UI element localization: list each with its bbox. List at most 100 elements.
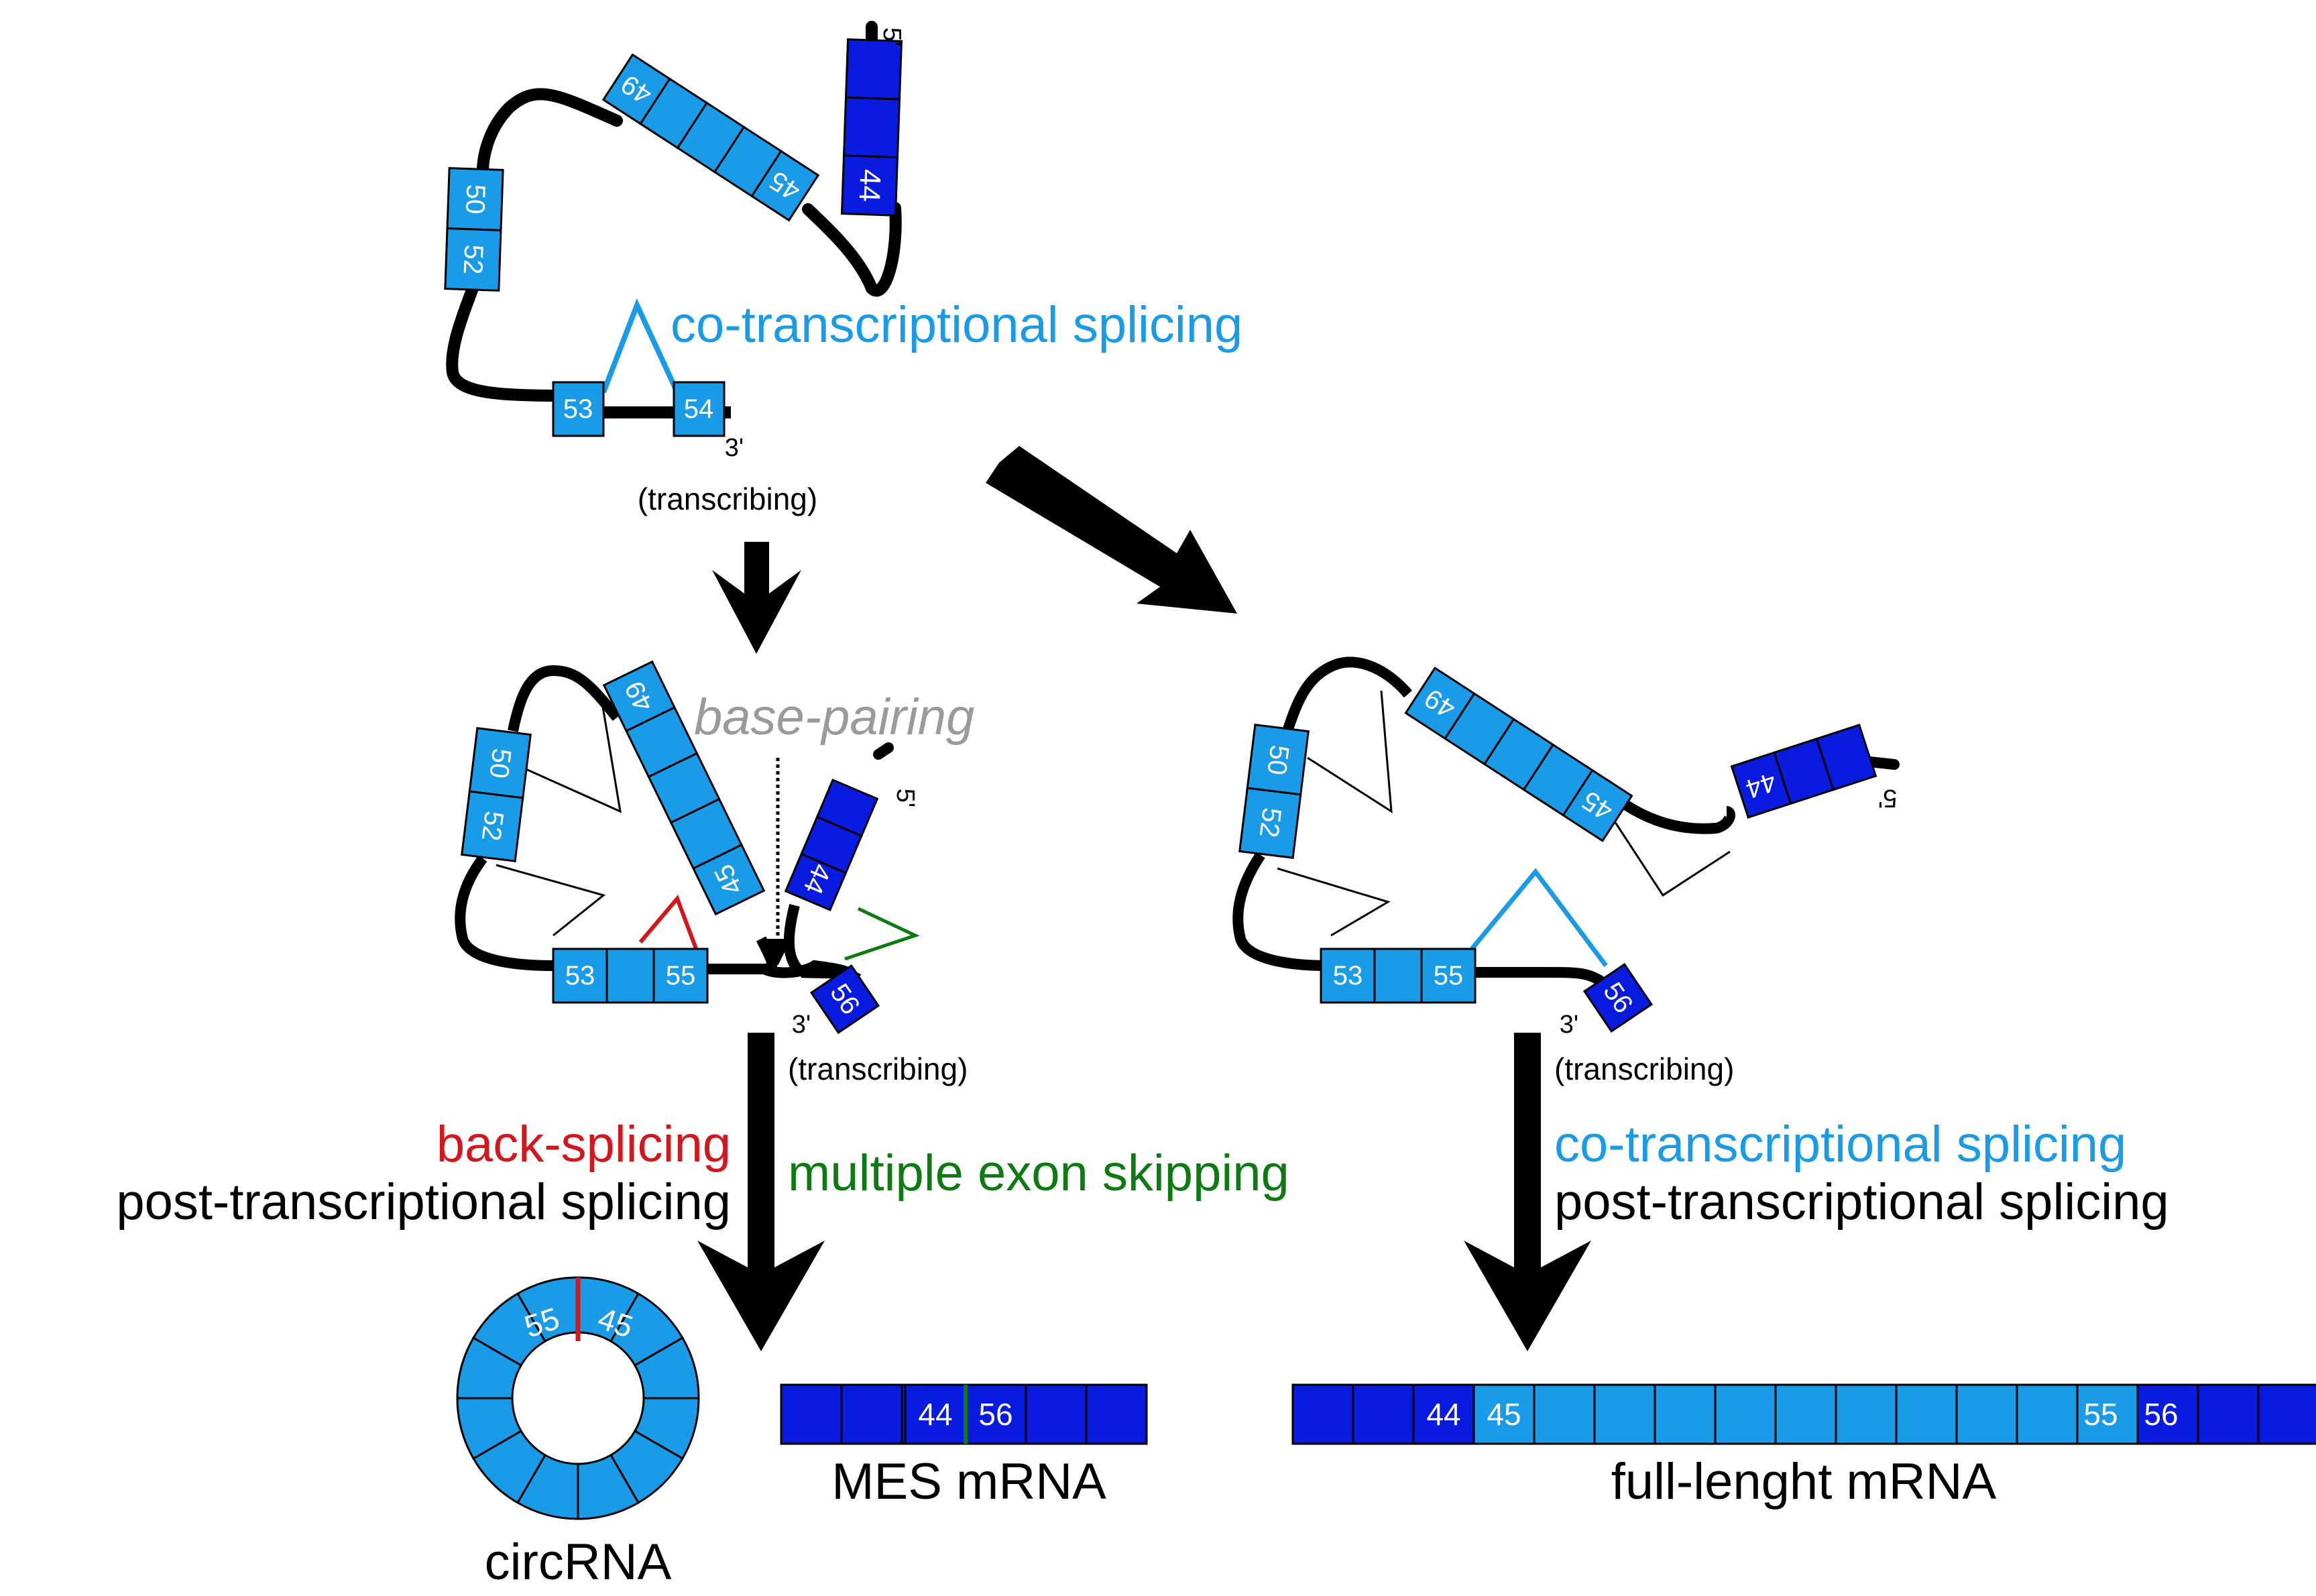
exon-group-44: 44: [1730, 724, 1877, 819]
exon-label: 45: [1487, 1397, 1521, 1432]
full-length-exon: [2257, 1383, 2316, 1445]
base-pairing-label: base-pairing: [694, 689, 974, 746]
exon-label: 55: [2083, 1397, 2118, 1432]
three-prime-label: 3': [725, 434, 744, 462]
exon-group-44: 44: [784, 779, 879, 911]
five-prime-label: 5': [878, 27, 906, 46]
exon-label: 55: [666, 961, 696, 990]
exon-56: 56: [809, 964, 880, 1035]
full-length-exon: [2136, 1383, 2199, 1445]
exon-label: 53: [563, 394, 593, 424]
circrna: 55 45 circRNA: [456, 1276, 700, 1591]
exon-55: [652, 948, 709, 1004]
exon-group-50-52: 50 52: [1238, 724, 1310, 859]
multiple-exon-skipping-label: multiple exon skipping: [788, 1145, 1289, 1202]
rna-backbone: [455, 855, 554, 971]
full-length-exon: [1291, 1383, 1354, 1445]
skip-line-thin: [1605, 807, 1731, 897]
transcribing-label: (transcribing): [788, 1051, 968, 1086]
full-length-exon: [1714, 1383, 1777, 1445]
back-splice-red: [638, 895, 699, 954]
full-length-exon: [2076, 1383, 2139, 1445]
splice-arc-cyan: [1470, 868, 1608, 968]
rna-backbone: [1475, 967, 1606, 987]
exon-label: 52: [1254, 806, 1287, 840]
co-transcriptional-splicing-label: co-transcriptional splicing: [1554, 1116, 2126, 1173]
mes-exon-56: [964, 1383, 1027, 1445]
arrows-bottom: [697, 1033, 1591, 1351]
full-length-exon: [2016, 1383, 2079, 1445]
process-labels: back-splicing post-transcriptional splic…: [116, 1116, 2168, 1231]
exon-group-44: 44: [840, 38, 903, 217]
rna-backbone: [446, 282, 563, 402]
rna-backbone: [802, 202, 902, 297]
arrow-down-to-products-left: [697, 1033, 825, 1351]
rna-backbone: [684, 936, 778, 974]
skip-line-thin: [1277, 867, 1391, 937]
rna-backbone: [873, 742, 894, 760]
base-pairing-arrowhead: [764, 939, 791, 966]
transcribing-label: (transcribing): [1554, 1051, 1734, 1086]
three-prime-label: 3': [792, 1011, 811, 1039]
exon-group-49-45: 49 45: [1404, 667, 1633, 842]
exon-label: 44: [853, 168, 887, 203]
exon-label: 50: [483, 747, 516, 781]
full-length-exon: [2197, 1383, 2260, 1445]
exon-54: [673, 381, 726, 437]
arrows-top: [712, 446, 1237, 654]
exon-label: 50: [460, 184, 491, 215]
exon-label: 56: [2144, 1397, 2178, 1432]
panel-middle-left: 44 49 45 50 52 53 55 56 base-pairing 5' …: [455, 660, 974, 1086]
exon-label: 54: [684, 394, 714, 424]
full-length-mrna-bar: [1291, 1383, 2316, 1445]
exon-label: 52: [458, 244, 489, 275]
five-prime-label: 5': [891, 789, 919, 807]
circrna-label: circRNA: [485, 1534, 672, 1591]
exon-label: 44: [918, 1397, 952, 1432]
exon-group-50-52: 50 52: [461, 727, 532, 862]
full-length-exon: [1774, 1383, 1837, 1445]
three-prime-label: 3': [1560, 1011, 1578, 1039]
exon-label: 50: [1261, 744, 1294, 777]
splice-arc-cyan: [601, 298, 680, 394]
full-length-exon: [1654, 1383, 1717, 1445]
mes-exon: [1085, 1383, 1148, 1445]
exon-55: [1420, 948, 1477, 1004]
full-length-exon: [1593, 1383, 1656, 1445]
exon-group-50-52: 50 52: [444, 167, 504, 292]
full-length-mrna: 44 45 55 56 full-lenght mRNA: [1291, 1383, 2316, 1510]
post-transcriptional-splicing-label: post-transcriptional splicing: [116, 1174, 731, 1231]
exon-53: [552, 381, 605, 437]
arrow-down-to-middle-left: [712, 542, 801, 654]
panel-top-transcript: 44 49 45 50 52 53 54 5' 3' (transcribing…: [444, 21, 1242, 516]
rna-backbone: [1232, 852, 1328, 971]
arrow-diagonal-to-middle-right: [986, 446, 1237, 614]
exon-label: 56: [978, 1397, 1012, 1432]
mes-exon: [1025, 1383, 1088, 1445]
full-length-exon: [1472, 1383, 1536, 1445]
exon-group-49-45: 49 45: [601, 53, 820, 222]
mes-exon: [840, 1383, 903, 1445]
exon-label: 52: [476, 809, 509, 843]
five-prime-label: 5': [1878, 784, 1897, 812]
exon-label: 53: [1333, 961, 1363, 990]
back-splicing-label: back-splicing: [437, 1116, 731, 1173]
exon-skip-green: [844, 907, 920, 961]
rna-backbone: [1613, 793, 1735, 834]
exon-blank: [605, 948, 655, 1004]
full-length-exon: [1352, 1383, 1415, 1445]
full-length-exon: [1835, 1383, 1898, 1445]
full-length-exon: [1533, 1383, 1596, 1445]
exon-label: 55: [1434, 961, 1464, 990]
skip-line-thin: [496, 864, 606, 937]
exon-label: 44: [1426, 1397, 1460, 1432]
rna-backbone: [477, 88, 623, 177]
mes-mrna-label: MES mRNA: [831, 1453, 1106, 1510]
rna-backbone: [508, 665, 622, 732]
rna-backbone: [1282, 657, 1413, 733]
mes-mrna: 44 56 MES mRNA: [780, 1383, 1148, 1510]
exon-56: 56: [1582, 962, 1654, 1033]
post-transcriptional-splicing-label: post-transcriptional splicing: [1554, 1174, 2169, 1231]
